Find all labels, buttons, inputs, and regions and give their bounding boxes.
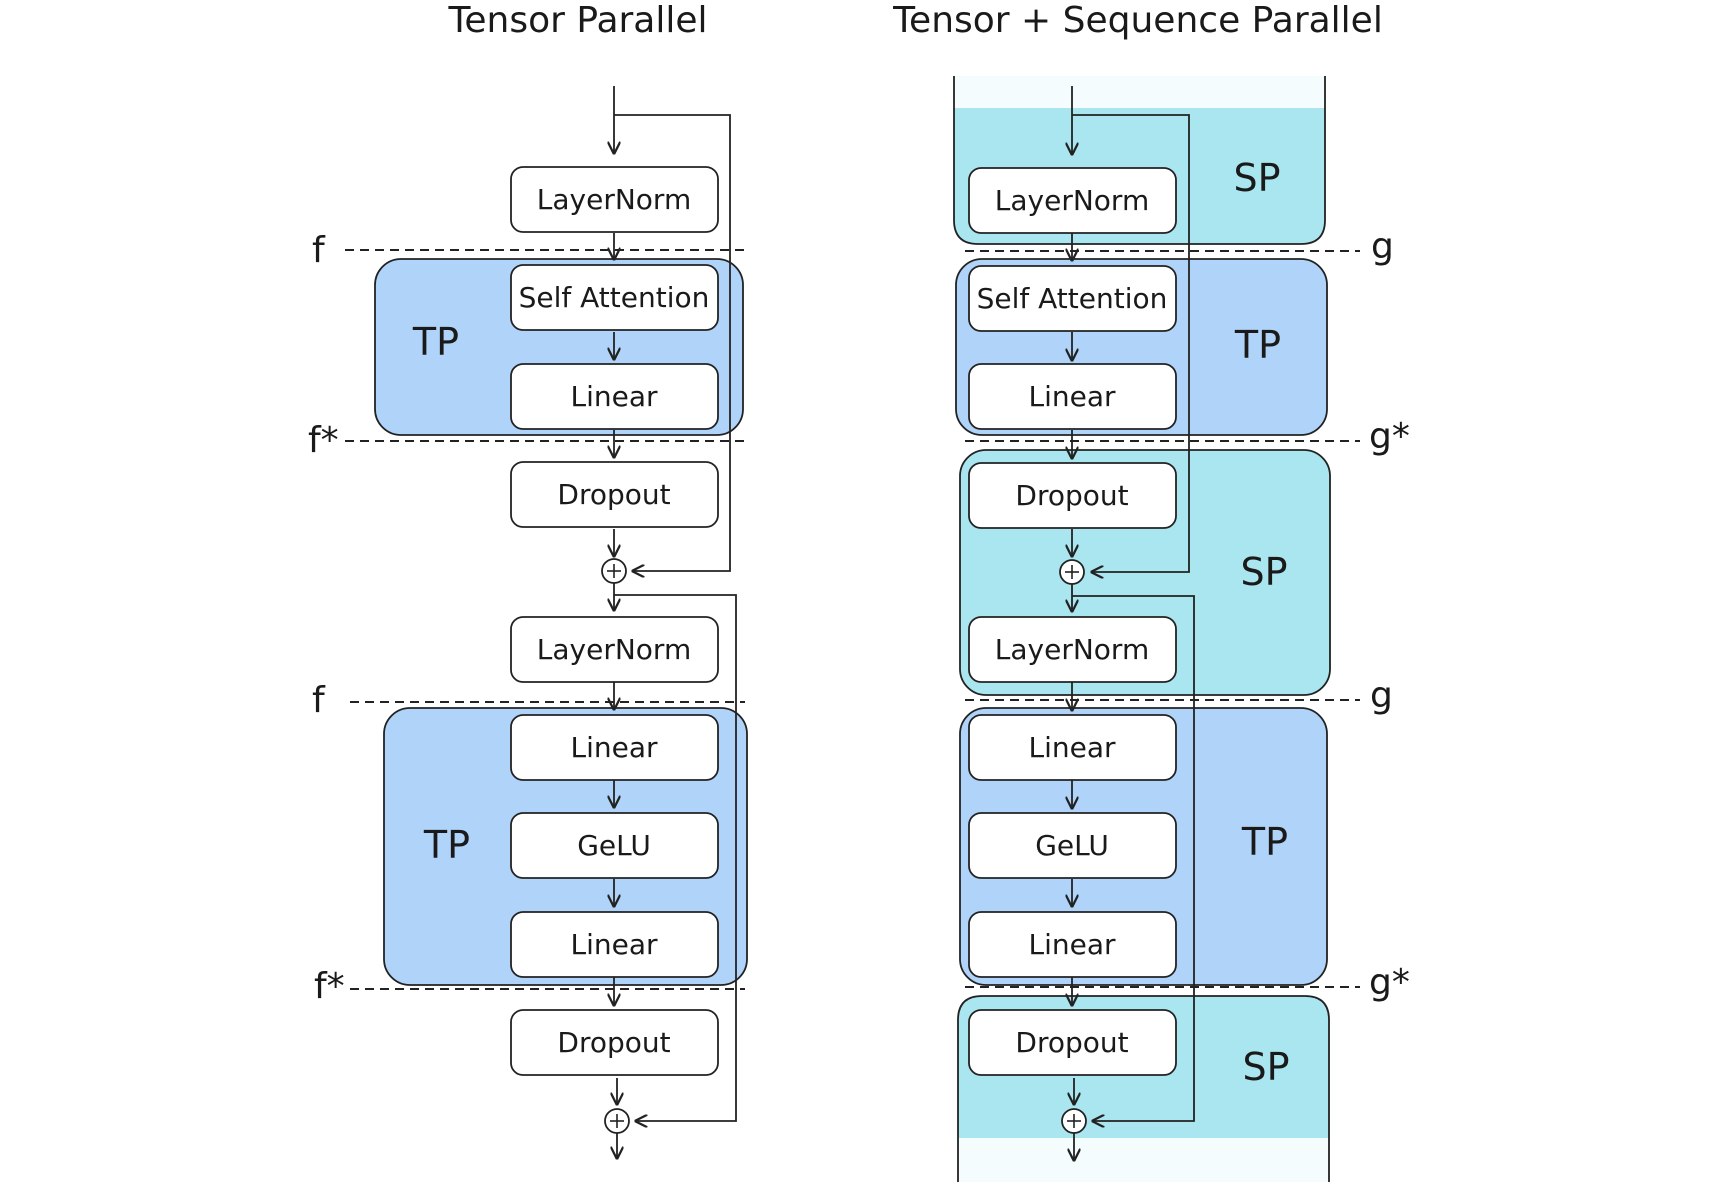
block-layernorm: LayerNorm <box>968 616 1177 683</box>
marker-g: g <box>1371 226 1394 267</box>
marker-f: f <box>312 230 326 271</box>
block-linear: Linear <box>968 363 1177 430</box>
block-label: Linear <box>1028 380 1116 413</box>
block-label: Dropout <box>557 1026 670 1059</box>
block-self-attention: Self Attention <box>510 264 719 331</box>
block-gelu: GeLU <box>968 812 1177 879</box>
block-label: LayerNorm <box>995 184 1149 217</box>
block-gelu: GeLU <box>510 812 719 879</box>
block-layernorm: LayerNorm <box>510 166 719 233</box>
tp-region-label: TP <box>1241 820 1288 864</box>
block-label: Linear <box>570 731 658 764</box>
block-linear: Linear <box>968 911 1177 978</box>
block-label: Self Attention <box>977 282 1168 315</box>
marker-g-star: g* <box>1369 416 1410 457</box>
marker-f-star: f* <box>308 420 339 461</box>
block-label: Dropout <box>1015 479 1128 512</box>
block-label: Linear <box>1028 928 1116 961</box>
block-linear: Linear <box>510 363 719 430</box>
title-tensor-parallel: Tensor Parallel <box>447 0 707 41</box>
block-dropout: Dropout <box>968 462 1177 529</box>
residual-connection <box>614 114 731 571</box>
sp-region-label: SP <box>1240 550 1287 594</box>
marker-f: f <box>312 680 326 721</box>
block-self-attention: Self Attention <box>968 265 1177 332</box>
tensor-parallel-column: TP TP f f* f f* <box>308 86 748 1158</box>
residual-connection <box>614 594 737 1121</box>
add-node <box>601 558 627 584</box>
block-label: GeLU <box>577 829 651 862</box>
tp-region-label: TP <box>412 320 459 364</box>
add-node <box>604 1108 630 1134</box>
residual-connection <box>1072 595 1195 1121</box>
block-linear: Linear <box>510 911 719 978</box>
block-label: LayerNorm <box>995 633 1149 666</box>
block-label: LayerNorm <box>537 183 691 216</box>
block-dropout: Dropout <box>510 461 719 528</box>
add-node <box>1061 1108 1087 1134</box>
tp-region-label: TP <box>1234 323 1281 367</box>
residual-connection <box>1072 114 1190 572</box>
marker-g-star: g* <box>1369 962 1410 1003</box>
add-node <box>1059 559 1085 585</box>
sp-fade <box>958 1138 1329 1182</box>
block-label: Linear <box>570 928 658 961</box>
tp-region-label: TP <box>423 823 470 867</box>
sp-fade <box>954 76 1325 110</box>
block-label: Linear <box>1028 731 1116 764</box>
sp-region-label: SP <box>1242 1045 1289 1089</box>
block-linear: Linear <box>968 714 1177 781</box>
block-label: GeLU <box>1035 829 1109 862</box>
title-tensor-sequence-parallel: Tensor + Sequence Parallel <box>892 0 1383 41</box>
block-linear: Linear <box>510 714 719 781</box>
block-label: Dropout <box>1015 1026 1128 1059</box>
block-layernorm: LayerNorm <box>510 616 719 683</box>
marker-f-star: f* <box>314 966 345 1007</box>
block-label: Self Attention <box>519 281 710 314</box>
tensor-sequence-parallel-column: SP TP SP TP SP g g* g g* <box>953 76 1410 1182</box>
block-label: Dropout <box>557 478 670 511</box>
marker-g: g <box>1370 675 1393 716</box>
block-layernorm: LayerNorm <box>968 167 1177 234</box>
block-dropout: Dropout <box>968 1009 1177 1076</box>
block-label: LayerNorm <box>537 633 691 666</box>
block-dropout: Dropout <box>510 1009 719 1076</box>
sp-region-label: SP <box>1233 156 1280 200</box>
block-label: Linear <box>570 380 658 413</box>
